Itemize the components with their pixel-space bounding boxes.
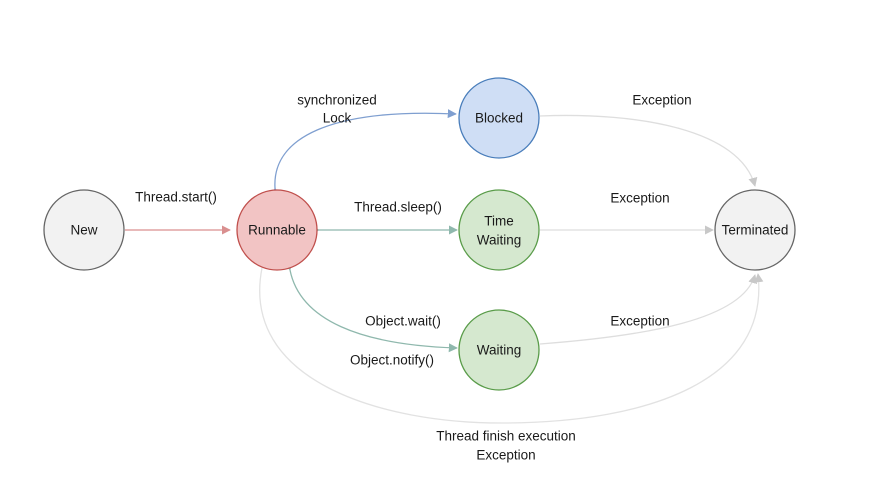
- edge-runnable-time-waiting: Thread.sleep(): [310, 200, 458, 235]
- edge-label-thread-start: Thread.start(): [135, 190, 217, 205]
- node-new[interactable]: New: [43, 189, 125, 271]
- edge-label-exception-waiting: Exception: [610, 314, 669, 329]
- node-time-waiting[interactable]: Time Waiting: [458, 189, 540, 271]
- edge-label-thread-sleep: Thread.sleep(): [354, 200, 442, 215]
- node-runnable[interactable]: Runnable: [236, 189, 318, 271]
- edge-path-waiting-to-terminated: [539, 274, 758, 345]
- edge-label-exception-finish: Exception: [476, 448, 535, 463]
- node-circle-runnable[interactable]: [236, 189, 318, 271]
- edge-time-waiting-to-terminated: Exception: [540, 191, 714, 235]
- node-terminated[interactable]: Terminated: [714, 189, 796, 271]
- edge-path-runnable-blocked: [270, 109, 457, 197]
- edge-waiting-to-terminated: Exception: [539, 274, 758, 345]
- edge-path-blocked-to-terminated: [539, 114, 758, 187]
- edge-path-runnable-waiting: [283, 261, 458, 353]
- edge-label-exception-time-waiting: Exception: [610, 191, 669, 206]
- node-waiting[interactable]: Waiting: [458, 309, 540, 391]
- edge-runnable-waiting: Object.wait() Object.notify(): [283, 261, 458, 368]
- node-blocked[interactable]: Blocked: [458, 77, 540, 159]
- node-circle-terminated[interactable]: [714, 189, 796, 271]
- edge-label-thread-finish-execution: Thread finish execution: [436, 429, 576, 444]
- edge-runnable-blocked: synchronized Lock: [270, 93, 457, 197]
- node-circle-new[interactable]: [43, 189, 125, 271]
- node-circle-blocked[interactable]: [458, 77, 540, 159]
- edge-label-synchronized: synchronized: [297, 93, 377, 108]
- node-circle-waiting[interactable]: [458, 309, 540, 391]
- edge-blocked-to-terminated: Exception: [539, 93, 758, 187]
- edge-path-runnable-to-terminated: [259, 267, 764, 424]
- node-circle-time-waiting[interactable]: [458, 189, 540, 271]
- edge-label-object-notify: Object.notify(): [350, 353, 434, 368]
- edge-new-to-runnable: Thread.start(): [125, 190, 231, 235]
- edge-label-exception-blocked: Exception: [632, 93, 691, 108]
- edge-label-object-wait: Object.wait(): [365, 314, 441, 329]
